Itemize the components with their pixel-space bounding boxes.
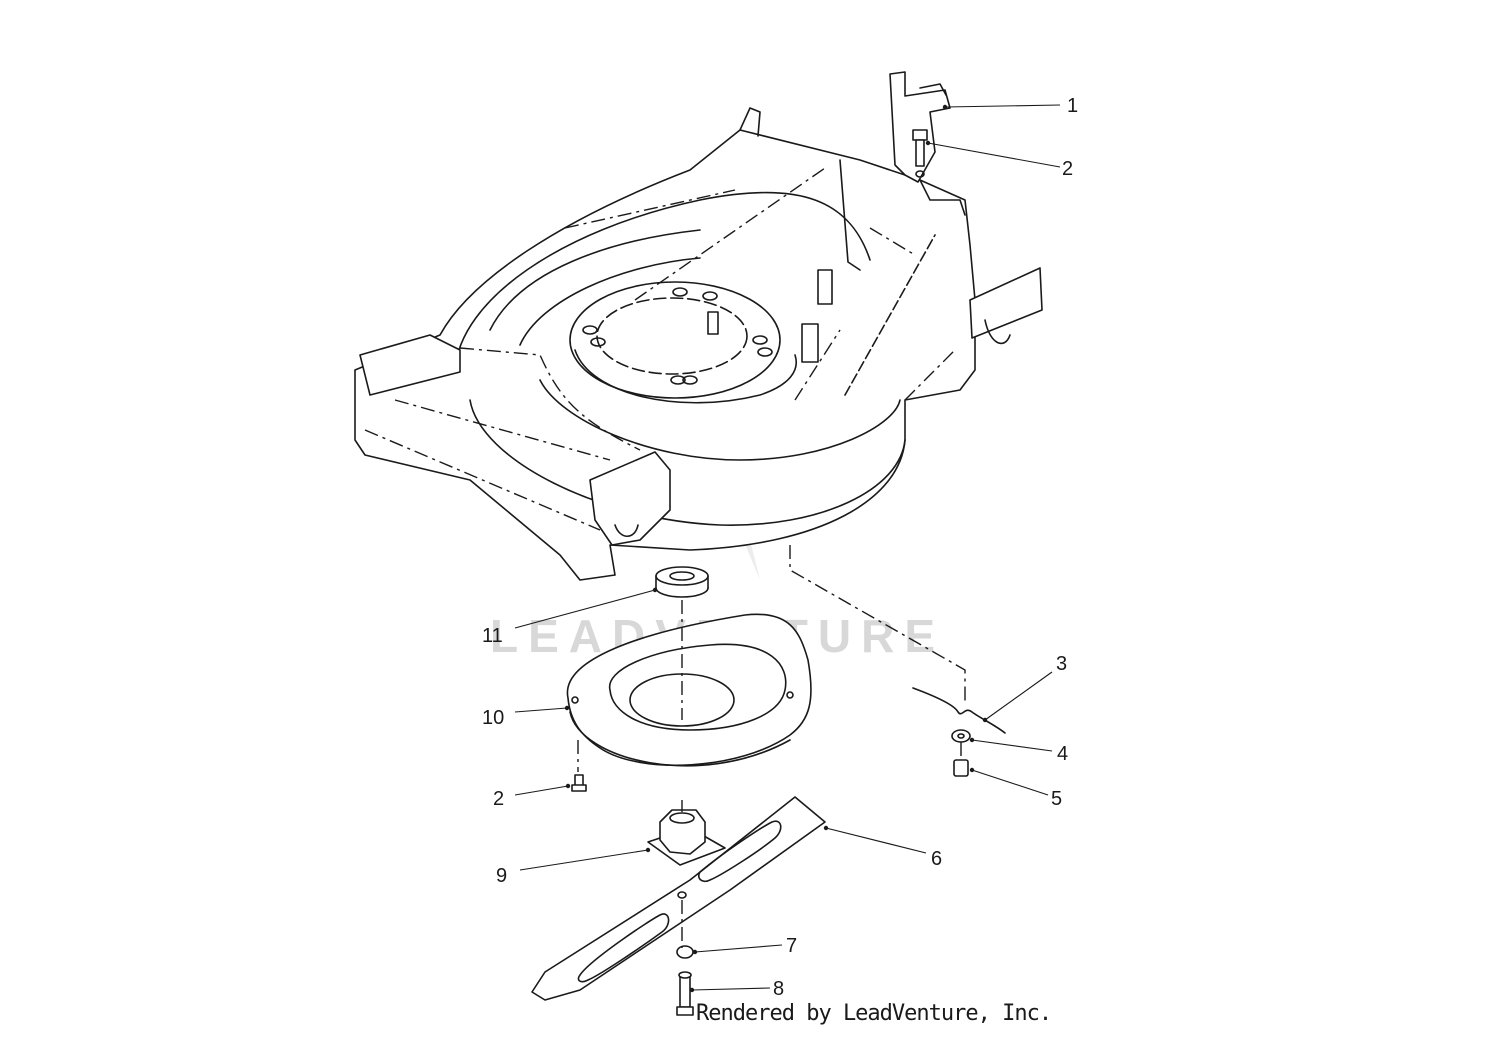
callout-5: 5	[1051, 788, 1062, 810]
render-credit: Rendered by LeadVenture, Inc.	[696, 1001, 1052, 1026]
motor-mount-lower-rim	[574, 349, 797, 404]
leader-4	[971, 739, 1053, 752]
washer	[951, 729, 971, 743]
part-8-blade-bolt	[676, 971, 694, 1016]
baffle-line-4	[364, 429, 601, 531]
blade-slot-left	[577, 913, 670, 983]
rear-tab-left	[739, 107, 761, 137]
deck-front-curve	[469, 399, 906, 526]
part-1-bracket	[889, 71, 951, 183]
baffle-line-2	[634, 167, 826, 301]
leader-1	[944, 104, 1061, 108]
screw-head	[571, 784, 587, 792]
bolt-shank	[915, 139, 925, 167]
callout-6: 6	[931, 848, 942, 870]
callout-1: 1	[1067, 95, 1078, 117]
part-2-screw-lower	[571, 774, 587, 792]
baffle-line-6	[459, 347, 641, 451]
rear-wheel-bracket	[969, 267, 1043, 339]
blade-bolt-tip	[678, 971, 692, 979]
deck-inner-rim-2	[519, 257, 701, 346]
baffle-line-8	[844, 234, 936, 396]
baffle-edge	[569, 711, 791, 767]
leader-11	[514, 589, 656, 629]
lock-washer	[676, 945, 694, 959]
deck-post-2	[817, 269, 833, 305]
spring-wire	[912, 687, 1006, 734]
rear-wheel-notch	[984, 319, 1011, 345]
bearing-bore	[669, 571, 695, 581]
callout-8: 8	[773, 978, 784, 1000]
leader-2-upper	[927, 142, 1061, 168]
baffle-hole-left	[571, 696, 579, 704]
bracket-body	[889, 71, 951, 183]
part-11-bearing	[655, 566, 709, 598]
leader-6	[825, 827, 927, 854]
bolt-hole	[915, 170, 925, 178]
baffle-line-1	[564, 189, 736, 229]
rear-wall-edge	[839, 159, 861, 271]
deck-inner-rim-1	[489, 229, 701, 331]
motor-mount-opening	[596, 297, 748, 375]
leader-9	[519, 849, 649, 871]
leader-7	[694, 944, 783, 953]
leader-5	[971, 769, 1049, 796]
washer-hole	[957, 733, 965, 739]
part-9-blade-adapter	[647, 809, 726, 866]
mount-holes	[582, 287, 773, 385]
bearing-top	[655, 566, 709, 586]
deck-post-1	[801, 323, 819, 363]
part-4-washer	[951, 729, 971, 743]
mower-deck	[354, 107, 1043, 581]
callout-10: 10	[482, 707, 504, 729]
callout-7: 7	[786, 935, 797, 957]
front-left-bracket	[359, 334, 461, 396]
baffle-inner-rim	[608, 643, 787, 731]
baffle-line-7	[904, 349, 956, 401]
deck-post-3	[707, 311, 719, 335]
baffle-line-5	[394, 399, 611, 461]
blade-bolt-shank	[679, 974, 691, 1008]
leader-10	[514, 707, 568, 713]
deck-outer-rim	[454, 191, 871, 371]
baffle-line-9	[869, 227, 916, 256]
blade-center-hole	[677, 891, 687, 899]
baffle-line-3	[794, 329, 841, 401]
adapter-hub	[659, 809, 706, 855]
front-wheel-notch	[614, 524, 639, 538]
bracket-top-lip	[919, 83, 947, 96]
part-6-blade	[531, 796, 826, 1001]
leader-2-lower	[514, 785, 569, 796]
callout-2-lower: 2	[493, 788, 504, 810]
rear-tab-right	[919, 179, 966, 216]
bolt-head	[912, 129, 928, 141]
part-7-lock-washer	[676, 945, 694, 959]
callout-3: 3	[1056, 653, 1067, 675]
leader-8	[691, 987, 771, 991]
nut	[953, 759, 969, 777]
deck-inner-curve	[539, 379, 901, 461]
callout-2-upper: 2	[1062, 158, 1073, 180]
part-2-bolt-upper	[912, 129, 928, 178]
blade-slot-right	[697, 820, 782, 883]
baffle-hole-right	[786, 691, 794, 699]
blade-bolt-head	[676, 1006, 694, 1016]
blade-body	[531, 796, 826, 1001]
callout-4: 4	[1057, 743, 1068, 765]
spring-axis	[789, 545, 966, 705]
callout-9: 9	[496, 865, 507, 887]
adapter-bore	[669, 812, 695, 824]
callout-labels: 1 2 3 4 5 6 7 8 9 10 11 2	[482, 95, 1078, 1000]
callout-11: 11	[482, 625, 503, 647]
leader-lines	[514, 104, 1061, 993]
part-3-spring	[912, 687, 1006, 734]
front-right-bracket	[589, 451, 671, 546]
assembly-lines	[577, 545, 966, 948]
leader-3	[984, 671, 1053, 721]
part-5-nut	[953, 759, 969, 777]
